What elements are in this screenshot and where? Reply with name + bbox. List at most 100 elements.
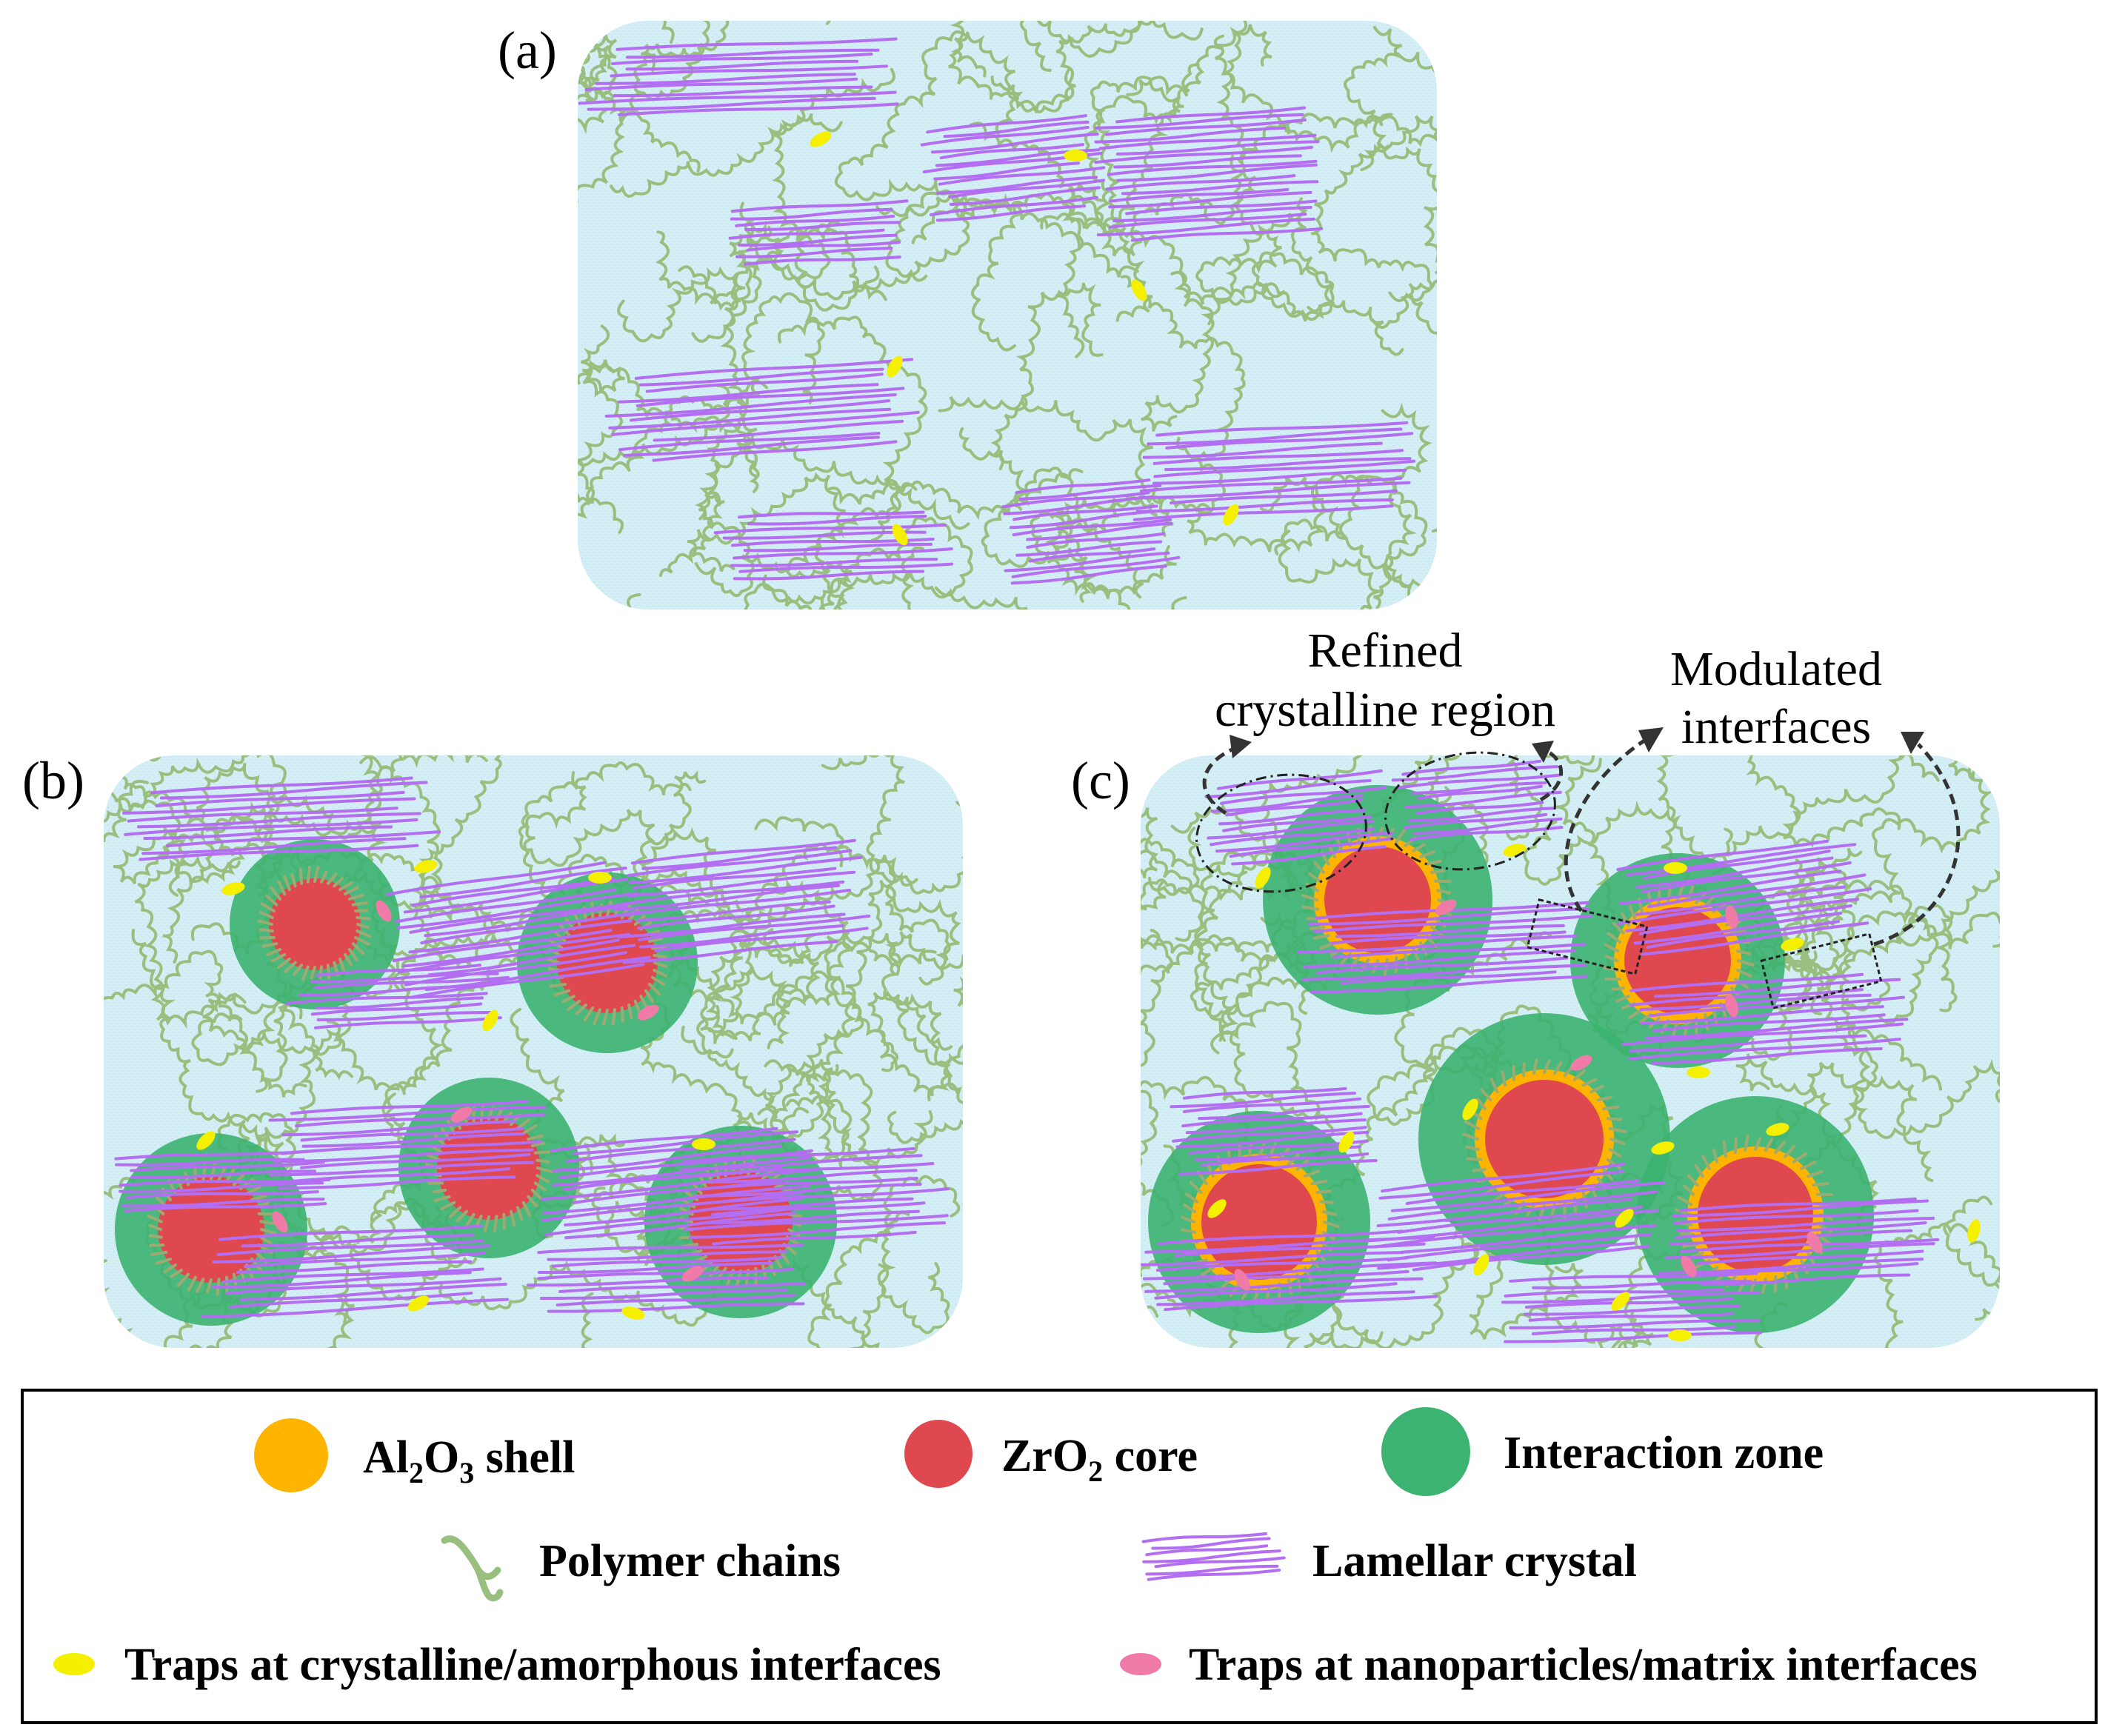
polymer-chain xyxy=(1523,801,1733,886)
trap-crystalline xyxy=(407,1295,430,1312)
modulated-label-line2: interfaces xyxy=(1681,700,1872,754)
panel-c-label: (c) xyxy=(1071,751,1130,810)
panel-a: (a) xyxy=(498,21,1437,610)
legend-trap-crystalline-label: Traps at crystalline/amorphous interface… xyxy=(124,1640,941,1690)
polymer-chain xyxy=(228,1295,356,1348)
lamellar-crystal xyxy=(1170,1086,1378,1175)
lamellar-crystal xyxy=(1501,1272,1762,1343)
trap-crystalline xyxy=(588,872,612,884)
polymer-chain xyxy=(877,1175,961,1335)
polymer-chain xyxy=(104,949,243,1032)
trap-crystalline xyxy=(1611,1292,1630,1311)
legend-polymer-label: Polymer chains xyxy=(539,1536,841,1586)
lamellar-crystal xyxy=(122,776,441,861)
modulated-label-line1: Modulated xyxy=(1670,642,1882,696)
trap-nanoparticle xyxy=(376,900,392,922)
polymer-chain xyxy=(1818,761,1993,912)
trap-crystalline xyxy=(621,1306,645,1320)
polymer-chain xyxy=(124,755,292,894)
polymer-chain xyxy=(762,879,961,964)
trap-nanoparticle xyxy=(1234,1269,1250,1291)
trap-crystalline xyxy=(196,1131,216,1150)
polymer-chain xyxy=(950,21,1144,78)
panel-a-traps xyxy=(810,131,1239,546)
trap-crystalline xyxy=(1687,1066,1710,1078)
polymer-chain xyxy=(646,827,753,1059)
polymer-chain xyxy=(438,1260,724,1327)
lamellar-crystal xyxy=(920,114,1106,222)
interface-box-left xyxy=(1526,898,1649,975)
legend-core-label: ZrO2 core xyxy=(1001,1431,1198,1488)
lamellar-crystal xyxy=(114,1149,331,1212)
trap-nanoparticle xyxy=(1725,994,1738,1018)
refined-label-line1: Refined xyxy=(1308,624,1463,678)
trap-nanoparticle xyxy=(1681,1255,1697,1278)
trap-crystalline xyxy=(1651,1141,1675,1155)
polymer-chain xyxy=(578,33,701,173)
polymer-chain xyxy=(1371,167,1437,330)
trap-nanoparticle xyxy=(637,1004,659,1021)
polymer-chain xyxy=(1782,755,1946,848)
polymer-chain xyxy=(626,593,734,610)
trap-nanoparticle xyxy=(1435,899,1457,915)
trap-crystalline xyxy=(1131,279,1147,301)
red-circle-icon xyxy=(904,1420,973,1488)
legend-lamellar-label: Lamellar crystal xyxy=(1312,1536,1637,1586)
trap-nanoparticle xyxy=(681,1266,704,1282)
trap-crystalline xyxy=(1338,1131,1355,1153)
polymer-chain xyxy=(1684,755,1801,875)
polymer-chain xyxy=(834,30,968,201)
panel-b-lamellar-crystals xyxy=(114,776,950,1318)
lamellar-crystal xyxy=(526,1243,806,1313)
trap-crystalline xyxy=(1255,867,1271,889)
legend-polymer-item: Polymer chains xyxy=(441,1535,841,1602)
refined-arrow-right xyxy=(1539,750,1563,802)
interface-box-right xyxy=(1760,932,1883,1009)
polymer-chain xyxy=(948,31,1076,138)
polymer-chain xyxy=(789,546,946,610)
trap-crystalline xyxy=(1781,938,1804,951)
polymer-chain xyxy=(1258,755,1367,872)
polymer-chain xyxy=(390,755,542,769)
polymer-chain xyxy=(739,113,843,280)
legend-core-item: ZrO2 core xyxy=(904,1420,1198,1488)
polymer-chain xyxy=(518,771,655,887)
panel-c-traps xyxy=(1207,844,1981,1341)
trap-crystalline xyxy=(1462,1098,1478,1121)
polymer-chain xyxy=(825,427,1029,521)
trap-crystalline xyxy=(1207,1199,1227,1218)
modulated-arrowhead-right xyxy=(1901,732,1924,754)
polymer-chain xyxy=(1090,34,1224,234)
lamellar-crystal xyxy=(678,1146,950,1246)
polymer-chain xyxy=(432,1292,594,1348)
polymer-chain-icon xyxy=(441,1535,504,1602)
green-circle-icon xyxy=(1381,1407,1470,1496)
lamellar-crystal xyxy=(285,964,510,1029)
trap-nanoparticle xyxy=(1570,1055,1592,1071)
panel-b: (b) xyxy=(22,751,963,1348)
polymer-chain xyxy=(640,21,813,73)
trap-crystalline xyxy=(1766,1123,1789,1136)
lamellar-crystal xyxy=(728,199,909,266)
polymer-chain xyxy=(764,1058,933,1167)
zro2-core xyxy=(269,878,361,970)
refined-region-ellipse-right xyxy=(1384,751,1556,871)
polymer-chain xyxy=(1778,864,1856,974)
trap-crystalline xyxy=(892,524,908,546)
panel-a-lamellar-crystals xyxy=(578,37,1416,585)
lamellar-crystal xyxy=(1296,901,1593,994)
trap-crystalline xyxy=(1664,862,1687,874)
polymer-chain xyxy=(990,282,1104,470)
modulated-arrow-right xyxy=(1873,743,1961,947)
refined-region-ellipse-left xyxy=(1195,773,1367,893)
legend-shell-item: Al2O3 shell xyxy=(254,1418,575,1492)
polymer-chain xyxy=(1310,144,1433,302)
trap-crystalline xyxy=(1223,504,1239,526)
legend-trap-nanoparticle-item: Traps at nanoparticles/matrix interfaces xyxy=(1120,1640,1978,1690)
polymer-chain xyxy=(1874,1222,2000,1348)
trap-crystalline xyxy=(1064,150,1087,161)
polymer-chain xyxy=(897,992,963,1183)
polymer-chain xyxy=(1943,1149,2000,1294)
polymer-chain xyxy=(845,932,953,1072)
lamellar-crystal xyxy=(1141,1532,1286,1581)
